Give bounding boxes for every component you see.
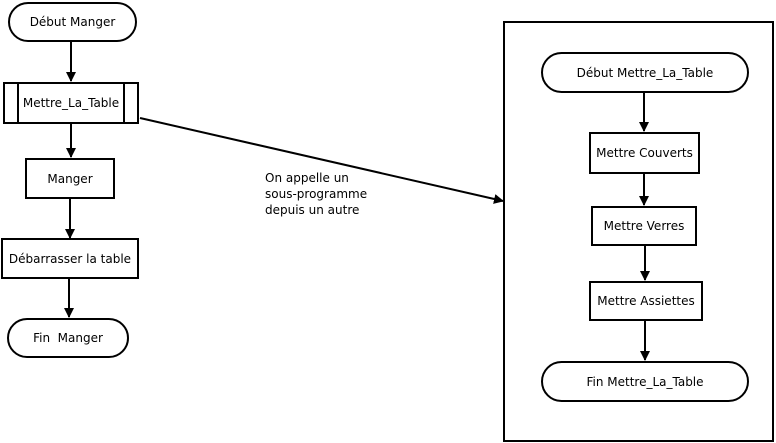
note-line-2: sous-programme bbox=[265, 187, 368, 201]
note-line-1: On appelle un bbox=[265, 171, 349, 185]
subroutine-call-box: Mettre_La_Table bbox=[3, 82, 139, 124]
process-mettre-assiettes: Mettre Assiettes bbox=[589, 281, 703, 321]
annotation-note: On appelle un sous-programme depuis un a… bbox=[265, 170, 367, 218]
note-line-3: depuis un autre bbox=[265, 203, 360, 217]
subroutine-right-bar bbox=[123, 84, 125, 122]
subroutine-frame bbox=[503, 21, 774, 442]
arrow-call-to-subroutine-frame bbox=[139, 117, 504, 204]
start-terminal: Début Manger bbox=[8, 2, 137, 42]
subroutine-start-terminal: Début Mettre_La_Table bbox=[541, 52, 749, 93]
subroutine-call-label: Mettre_La_Table bbox=[22, 96, 120, 110]
process-debarrasser: Débarrasser la table bbox=[1, 238, 139, 279]
end-terminal: Fin Manger bbox=[7, 318, 129, 358]
subroutine-left-bar bbox=[17, 84, 19, 122]
subroutine-end-terminal: Fin Mettre_La_Table bbox=[541, 361, 749, 402]
process-manger: Manger bbox=[25, 158, 115, 199]
process-mettre-couverts: Mettre Couverts bbox=[589, 132, 700, 174]
process-mettre-verres: Mettre Verres bbox=[591, 206, 697, 246]
